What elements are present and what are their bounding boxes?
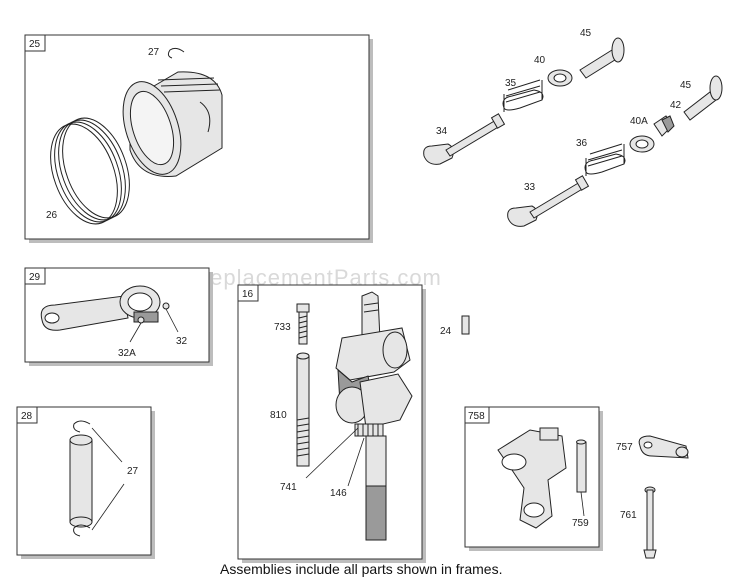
label-32a: 32A bbox=[118, 348, 136, 359]
frame-governor-assembly[interactable]: 758 759 bbox=[464, 406, 603, 551]
label-45-right: 45 bbox=[680, 80, 692, 91]
tappet-45-top-illustration bbox=[579, 37, 625, 79]
frame-tag-16: 16 bbox=[242, 289, 254, 300]
frame-tag-25: 25 bbox=[29, 39, 41, 50]
governor-bracket-illustration bbox=[497, 427, 587, 529]
label-24: 24 bbox=[440, 326, 452, 337]
label-27-pin-clips: 27 bbox=[127, 466, 139, 477]
frame-piston-pin-assembly[interactable]: 28 27 bbox=[16, 406, 155, 559]
crankshaft-illustration bbox=[335, 291, 413, 541]
diagram-caption: Assemblies include all parts shown in fr… bbox=[220, 561, 502, 577]
spring-retainer-40-illustration bbox=[547, 69, 573, 87]
retaining-clip-icon bbox=[167, 47, 185, 59]
frame-tag-28: 28 bbox=[21, 411, 33, 422]
label-33: 33 bbox=[524, 182, 536, 193]
frame-tag-29: 29 bbox=[29, 272, 41, 283]
label-45-top: 45 bbox=[580, 28, 592, 39]
governor-lever-757-illustration bbox=[638, 435, 689, 459]
label-35: 35 bbox=[505, 78, 517, 89]
label-759: 759 bbox=[572, 518, 589, 529]
tappet-45-right-illustration bbox=[683, 75, 723, 121]
label-42: 42 bbox=[670, 100, 682, 111]
label-27-piston-clip: 27 bbox=[148, 47, 160, 58]
label-32: 32 bbox=[176, 336, 188, 347]
label-36: 36 bbox=[576, 138, 588, 149]
label-810: 810 bbox=[270, 410, 287, 421]
spring-retainer-40a-illustration bbox=[629, 135, 655, 153]
piston-pin-illustration bbox=[69, 420, 93, 537]
label-34: 34 bbox=[436, 126, 448, 137]
label-741: 741 bbox=[280, 482, 297, 493]
label-761: 761 bbox=[620, 510, 637, 521]
valve-spring-35-illustration bbox=[502, 79, 544, 112]
governor-shaft-761-illustration bbox=[643, 486, 657, 559]
frame-piston-assembly[interactable]: 25 27 26 bbox=[24, 34, 373, 243]
frame-connecting-rod-assembly[interactable]: 29 32A 32 bbox=[24, 267, 213, 366]
frame-crankshaft-assembly[interactable]: 16 733 810 bbox=[237, 284, 426, 563]
label-40: 40 bbox=[534, 55, 546, 66]
label-26: 26 bbox=[46, 210, 58, 221]
stud-810-illustration bbox=[296, 352, 310, 467]
bolt-733-illustration bbox=[296, 303, 310, 345]
label-146: 146 bbox=[330, 488, 347, 499]
intake-valve-33-illustration bbox=[507, 175, 590, 227]
frame-tag-758: 758 bbox=[468, 411, 485, 422]
piston-illustration bbox=[122, 71, 223, 177]
key-24-illustration bbox=[461, 315, 470, 335]
exhaust-valve-34-illustration bbox=[423, 113, 506, 165]
label-40a: 40A bbox=[630, 116, 648, 127]
connecting-rod-illustration bbox=[40, 285, 170, 331]
valve-spring-36-illustration bbox=[584, 143, 626, 176]
label-757: 757 bbox=[616, 442, 633, 453]
label-733: 733 bbox=[274, 322, 291, 333]
piston-rings-illustration bbox=[50, 117, 130, 225]
valve-keeper-42-illustration bbox=[653, 115, 675, 137]
